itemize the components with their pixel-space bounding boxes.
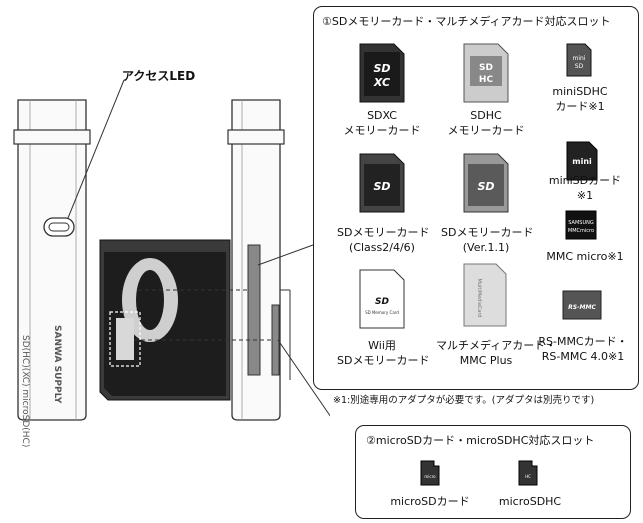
svg-text:micro: micro — [424, 474, 436, 479]
sd-class-card-icon: SD — [359, 153, 405, 213]
minisdhc-label-2: カード※1 — [555, 100, 605, 113]
minisd-card-icon: mini — [566, 141, 598, 181]
microsd-label: microSDカード — [390, 495, 470, 508]
wii-card-icon: SD SD Memory Card — [359, 269, 405, 329]
sdhc-label-1: SDHC — [470, 109, 502, 122]
slot1-pointer — [257, 244, 314, 266]
svg-text:SD: SD — [373, 62, 390, 75]
device-illustration — [13, 79, 330, 421]
reader-front — [13, 99, 91, 421]
slot2-title: ②microSDカード・microSDHC対応スロット — [366, 434, 595, 447]
wii-label-2: SDメモリーカード — [337, 354, 430, 367]
adapter-note: ※1:別途専用のアダプタが必要です。(アダプタは別売りです) — [333, 395, 595, 406]
mmcplus-label-2: MMC Plus — [459, 354, 513, 367]
slot2-panel — [355, 425, 631, 519]
sd-class-label-2: (Class2/4/6) — [349, 241, 415, 254]
svg-text:SD: SD — [479, 63, 493, 73]
minisd-label-2: ※1 — [576, 189, 594, 202]
sd-ver-label-2: (Ver.1.1) — [462, 241, 510, 254]
access-led-label: アクセスLED — [122, 69, 196, 83]
minisd-label-1: miniSDカード — [548, 174, 622, 187]
sdxc-label-1: SDXC — [367, 109, 397, 122]
svg-text:SD: SD — [477, 180, 494, 193]
sd-ver-card-icon: SD — [463, 153, 509, 213]
svg-text:SAMSUNG: SAMSUNG — [568, 220, 594, 226]
svg-text:MultiMediaCard: MultiMediaCard — [476, 279, 482, 318]
microsdhc-label: microSDHC — [498, 495, 562, 508]
rsmmc-card-icon: RS-MMC — [562, 290, 602, 320]
mmcplus-card-icon: MultiMediaCard — [463, 263, 507, 327]
minisdhc-label-1: miniSDHC — [552, 85, 608, 98]
sd-class-label-1: SDメモリーカード — [337, 226, 430, 239]
sdxc-card-icon: SD XC — [359, 43, 405, 103]
slot2-pointer — [277, 339, 330, 417]
svg-text:XC: XC — [373, 76, 390, 89]
microsdhc-card-icon: HC — [518, 460, 538, 486]
mmcmicro-card-icon: SAMSUNG MMCmicro — [565, 210, 597, 240]
mmcmicro-label-1: MMC micro※1 — [546, 250, 624, 263]
svg-text:SD: SD — [375, 297, 389, 307]
sdhc-label-2: メモリーカード — [447, 124, 525, 137]
svg-text:RS-MMC: RS-MMC — [568, 304, 596, 311]
svg-text:MMCmicro: MMCmicro — [568, 228, 594, 234]
led-callout-line — [67, 79, 125, 219]
rsmmc-label-2: RS-MMC 4.0※1 — [541, 350, 625, 363]
svg-text:HC: HC — [479, 75, 494, 85]
microsd-card-icon: micro — [420, 460, 440, 486]
inserted-sd-card — [99, 239, 231, 401]
mmcplus-label-1: マルチメディアカード・ — [436, 339, 557, 352]
svg-text:mini: mini — [572, 157, 592, 166]
sdxc-label-2: メモリーカード — [343, 124, 421, 137]
sdhc-card-icon: SD HC — [463, 43, 509, 103]
svg-text:mini: mini — [573, 55, 586, 62]
slot1-title: ①SDメモリーカード・マルチメディアカード対応スロット — [322, 15, 611, 28]
rsmmc-label-1: RS-MMCカード・ — [538, 335, 628, 348]
wii-label-1: Wii用 — [368, 339, 396, 352]
svg-text:HC: HC — [525, 474, 531, 479]
svg-text:SD: SD — [373, 180, 390, 193]
svg-text:SD: SD — [575, 63, 584, 70]
device-side-text: SD(HC)(XC) microSD(HC) — [20, 335, 30, 448]
svg-text:SD Memory Card: SD Memory Card — [365, 310, 399, 315]
reader-side — [227, 99, 291, 421]
minisdhc-card-icon: mini SD — [566, 43, 592, 77]
device-brand: SANWA SUPPLY — [52, 325, 62, 404]
sd-ver-label-1: SDメモリーカード — [441, 226, 534, 239]
